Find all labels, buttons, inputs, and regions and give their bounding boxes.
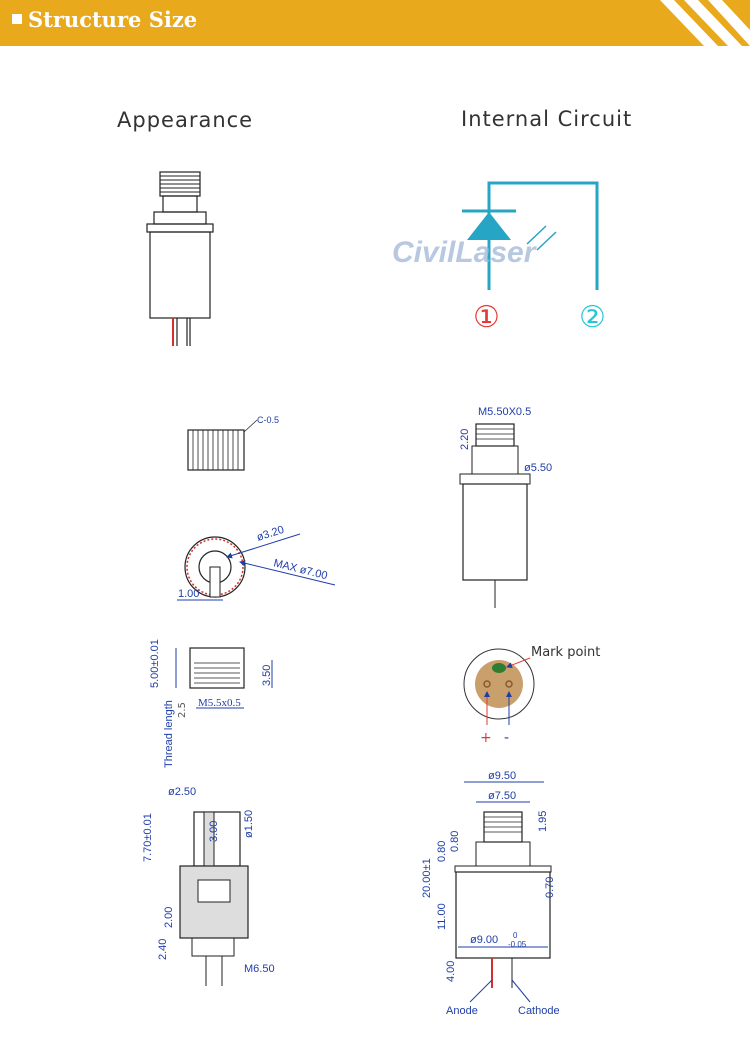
diode-top-height: 1.95 — [537, 811, 549, 832]
minus-label: - — [504, 730, 509, 746]
cap-full-height: 7.70±0.01 — [142, 813, 154, 862]
section-title: Structure Size — [12, 7, 197, 32]
thread-length-label: Thread length — [163, 700, 175, 768]
watermark-text: CivilLaser — [392, 236, 538, 269]
diode-body-diameter: ø9.00 — [470, 934, 498, 946]
diode-thread-height: 2.20 — [459, 429, 471, 450]
cap-end-view: ø3.20 MAX ø7.00 1.00 — [177, 524, 336, 601]
thread-length-value: 2.5 — [177, 702, 188, 718]
cap-thread-spec: M5.5x0.5 — [198, 697, 241, 709]
diode-tol-up: 0 — [513, 931, 518, 940]
cap-section-view: 5.00±0.01 3.50 M5.5x0.5 Thread length 2.… — [149, 639, 273, 768]
cathode-label: Cathode — [518, 1005, 560, 1017]
diode-side-view: M5.50X0.5 2.20 ø5.50 — [459, 406, 552, 608]
cap-full-section: ø2.50 7.70±0.01 ø1.50 3.00 2.00 2.40 M6.… — [142, 786, 275, 986]
diode-mid-diameter: ø7.50 — [488, 790, 516, 802]
cap-top-view: C-0.5 — [187, 415, 279, 471]
diode-flange: 0.70 — [544, 877, 556, 898]
cap-thread-height: 3.50 — [261, 665, 273, 686]
circuit-diagram: CivilLaser ① ② — [392, 181, 606, 335]
diode-tip-diameter: ø5.50 — [524, 462, 552, 474]
anode-label: Anode — [446, 1005, 478, 1017]
cap-bore-diameter: ø1.50 — [243, 810, 255, 838]
cap-max-diameter: MAX ø7.00 — [272, 557, 328, 582]
diode-total-height: 20.00±1 — [421, 858, 433, 898]
mark-point-label: Mark point — [531, 645, 600, 660]
diode-pin-height: 4.00 — [445, 961, 457, 982]
pin-bottom-view: Mark point + - — [463, 645, 600, 746]
diode-body-height: 11.00 — [436, 903, 448, 930]
bullet-square-icon — [12, 14, 22, 24]
cap-lower-height: 2.00 — [163, 907, 175, 928]
stripes-decoration-icon — [660, 0, 750, 46]
diode-step2: 0.80 — [449, 831, 461, 852]
diode-outer-diameter: ø9.50 — [488, 770, 516, 782]
pin1-marker: ① — [473, 300, 500, 335]
cap-base-height: 2.40 — [157, 939, 169, 960]
appearance-drawing — [146, 171, 214, 346]
internal-circuit-heading: Internal Circuit — [461, 107, 633, 131]
section-banner: Structure Size — [0, 0, 750, 46]
appearance-heading: Appearance — [117, 108, 254, 132]
pin2-marker: ② — [579, 300, 606, 335]
diode-step1: 0.80 — [436, 841, 448, 862]
cap-top-diameter: ø2.50 — [168, 786, 196, 798]
cap-chamfer-label: C-0.5 — [257, 415, 279, 425]
diode-thread-spec: M5.50X0.5 — [478, 406, 531, 418]
cap-inner-diameter: ø3.20 — [255, 524, 285, 544]
plus-label: + — [480, 730, 492, 746]
diode-tol-low: -0.05 — [508, 940, 527, 949]
diode-dimension-drawing: ø9.50 ø7.50 1.95 20.00±1 0.80 0.80 11.00… — [421, 770, 560, 1017]
section-title-text: Structure Size — [28, 7, 198, 32]
cap-slot-width: 1.00 — [178, 588, 199, 600]
cap-bore-height: 3.00 — [208, 821, 220, 842]
cap-thread-m650: M6.50 — [244, 963, 275, 975]
cap-height: 5.00±0.01 — [149, 639, 161, 688]
